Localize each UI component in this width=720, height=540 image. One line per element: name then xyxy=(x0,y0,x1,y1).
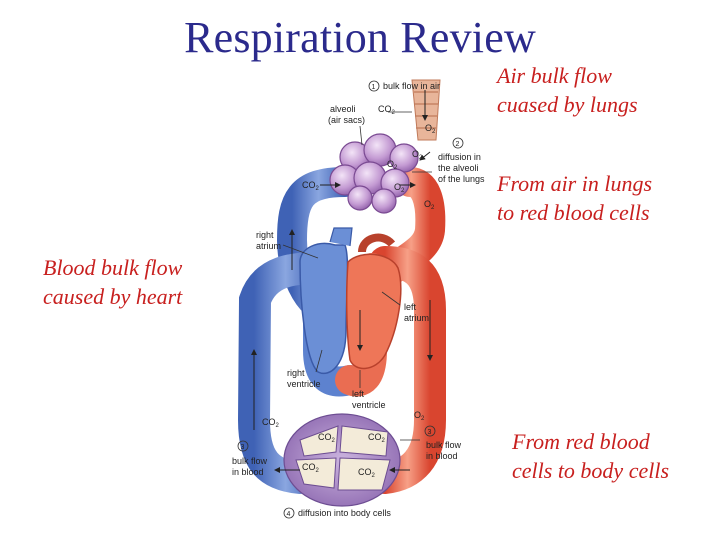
svg-text:O2: O2 xyxy=(414,410,425,422)
svg-text:atrium: atrium xyxy=(404,313,429,323)
o2-label: O2 xyxy=(387,159,398,171)
svg-text:diffusion in: diffusion in xyxy=(438,152,481,162)
step-1-label: 1 bulk flow in air xyxy=(368,80,440,92)
svg-text:4: 4 xyxy=(287,511,291,518)
note-line: Air bulk flow xyxy=(497,63,612,88)
co2-label: CO2 xyxy=(302,462,320,474)
step-number: 1 xyxy=(372,84,376,91)
trachea xyxy=(411,79,441,141)
svg-text:CO2: CO2 xyxy=(302,462,320,474)
svg-text:left: left xyxy=(352,389,365,399)
co2-label: CO2 xyxy=(368,432,386,444)
note-blood-to-body: From red blood cells to body cells xyxy=(512,427,669,485)
svg-text:bulk flow: bulk flow xyxy=(426,440,462,450)
note-line: From air in lungs xyxy=(497,171,653,196)
note-line: caused by heart xyxy=(43,284,183,309)
step-3-right-label: 3 bulk flow in blood xyxy=(424,425,462,461)
step-number: 2 xyxy=(456,141,460,148)
svg-text:CO2: CO2 xyxy=(368,432,386,444)
svg-text:CO2: CO2 xyxy=(318,432,336,444)
svg-text:atrium: atrium xyxy=(256,241,281,251)
flow-arrows xyxy=(251,90,433,473)
gas-labels: CO2 O2 O2 O2 O2 CO2 O2 O2 CO2 CO2 CO2 CO… xyxy=(262,104,436,479)
svg-text:right: right xyxy=(287,368,305,378)
o2-label: O2 xyxy=(424,199,435,211)
svg-text:O2: O2 xyxy=(425,123,436,135)
step-3-left-label: 3 bulk flow in blood xyxy=(232,440,268,477)
note-line: Blood bulk flow xyxy=(43,255,183,280)
o2-label: O2 xyxy=(394,182,405,194)
svg-text:(air sacs): (air sacs) xyxy=(328,115,365,125)
svg-text:right: right xyxy=(256,230,274,240)
svg-text:ventricle: ventricle xyxy=(287,379,321,389)
svg-text:CO2: CO2 xyxy=(262,417,280,429)
note-blood-bulk-flow: Blood bulk flow caused by heart xyxy=(43,253,182,311)
svg-text:alveoli: alveoli xyxy=(330,104,356,114)
svg-text:in blood: in blood xyxy=(232,467,264,477)
trachea-rings xyxy=(414,91,438,129)
svg-text:CO2: CO2 xyxy=(378,104,396,116)
body-cells xyxy=(283,413,401,507)
svg-text:left: left xyxy=(404,302,417,312)
svg-text:bulk flow: bulk flow xyxy=(232,456,268,466)
chamber-labels: right atrium left atrium right ventricle… xyxy=(256,230,429,410)
svg-text:of the lungs: of the lungs xyxy=(438,174,485,184)
step-4-label: 4 diffusion into body cells xyxy=(283,507,391,519)
label-leaders xyxy=(282,111,432,441)
svg-text:CO2: CO2 xyxy=(358,467,376,479)
svg-text:O2: O2 xyxy=(424,199,435,211)
svg-text:O2: O2 xyxy=(394,182,405,194)
slide-title: Respiration Review xyxy=(184,13,536,62)
co2-label: CO2 xyxy=(318,432,336,444)
co2-label: CO2 xyxy=(262,417,280,429)
note-line: cuased by lungs xyxy=(497,92,638,117)
o2-label: O2 xyxy=(425,123,436,135)
svg-text:diffusion into body cells: diffusion into body cells xyxy=(298,508,391,518)
alveoli-cluster xyxy=(329,133,419,214)
note-air-to-blood: From air in lungs to red blood cells xyxy=(497,169,652,227)
o2-label: O2 xyxy=(414,410,425,422)
svg-text:3: 3 xyxy=(241,444,245,451)
co2-label: CO2 xyxy=(358,467,376,479)
note-line: From red blood xyxy=(512,429,650,454)
note-air-bulk-flow: Air bulk flow cuased by lungs xyxy=(497,61,638,119)
co2-label: CO2 xyxy=(378,104,396,116)
alveoli-label: alveoli (air sacs) xyxy=(328,104,365,125)
co2-label: CO2 xyxy=(302,180,320,192)
o2-label: O2 xyxy=(412,149,423,161)
svg-text:O2: O2 xyxy=(412,149,423,161)
svg-text:O2: O2 xyxy=(387,159,398,171)
svg-text:ventricle: ventricle xyxy=(352,400,386,410)
svg-text:3: 3 xyxy=(428,429,432,436)
svg-text:CO2: CO2 xyxy=(302,180,320,192)
note-line: to red blood cells xyxy=(497,200,650,225)
note-line: cells to body cells xyxy=(512,458,670,483)
step-2-label: 2 diffusion in the alveoli of the lungs xyxy=(438,137,485,184)
svg-text:the alveoli: the alveoli xyxy=(438,163,479,173)
step-text: bulk flow in air xyxy=(383,81,440,91)
svg-text:in blood: in blood xyxy=(426,451,458,461)
